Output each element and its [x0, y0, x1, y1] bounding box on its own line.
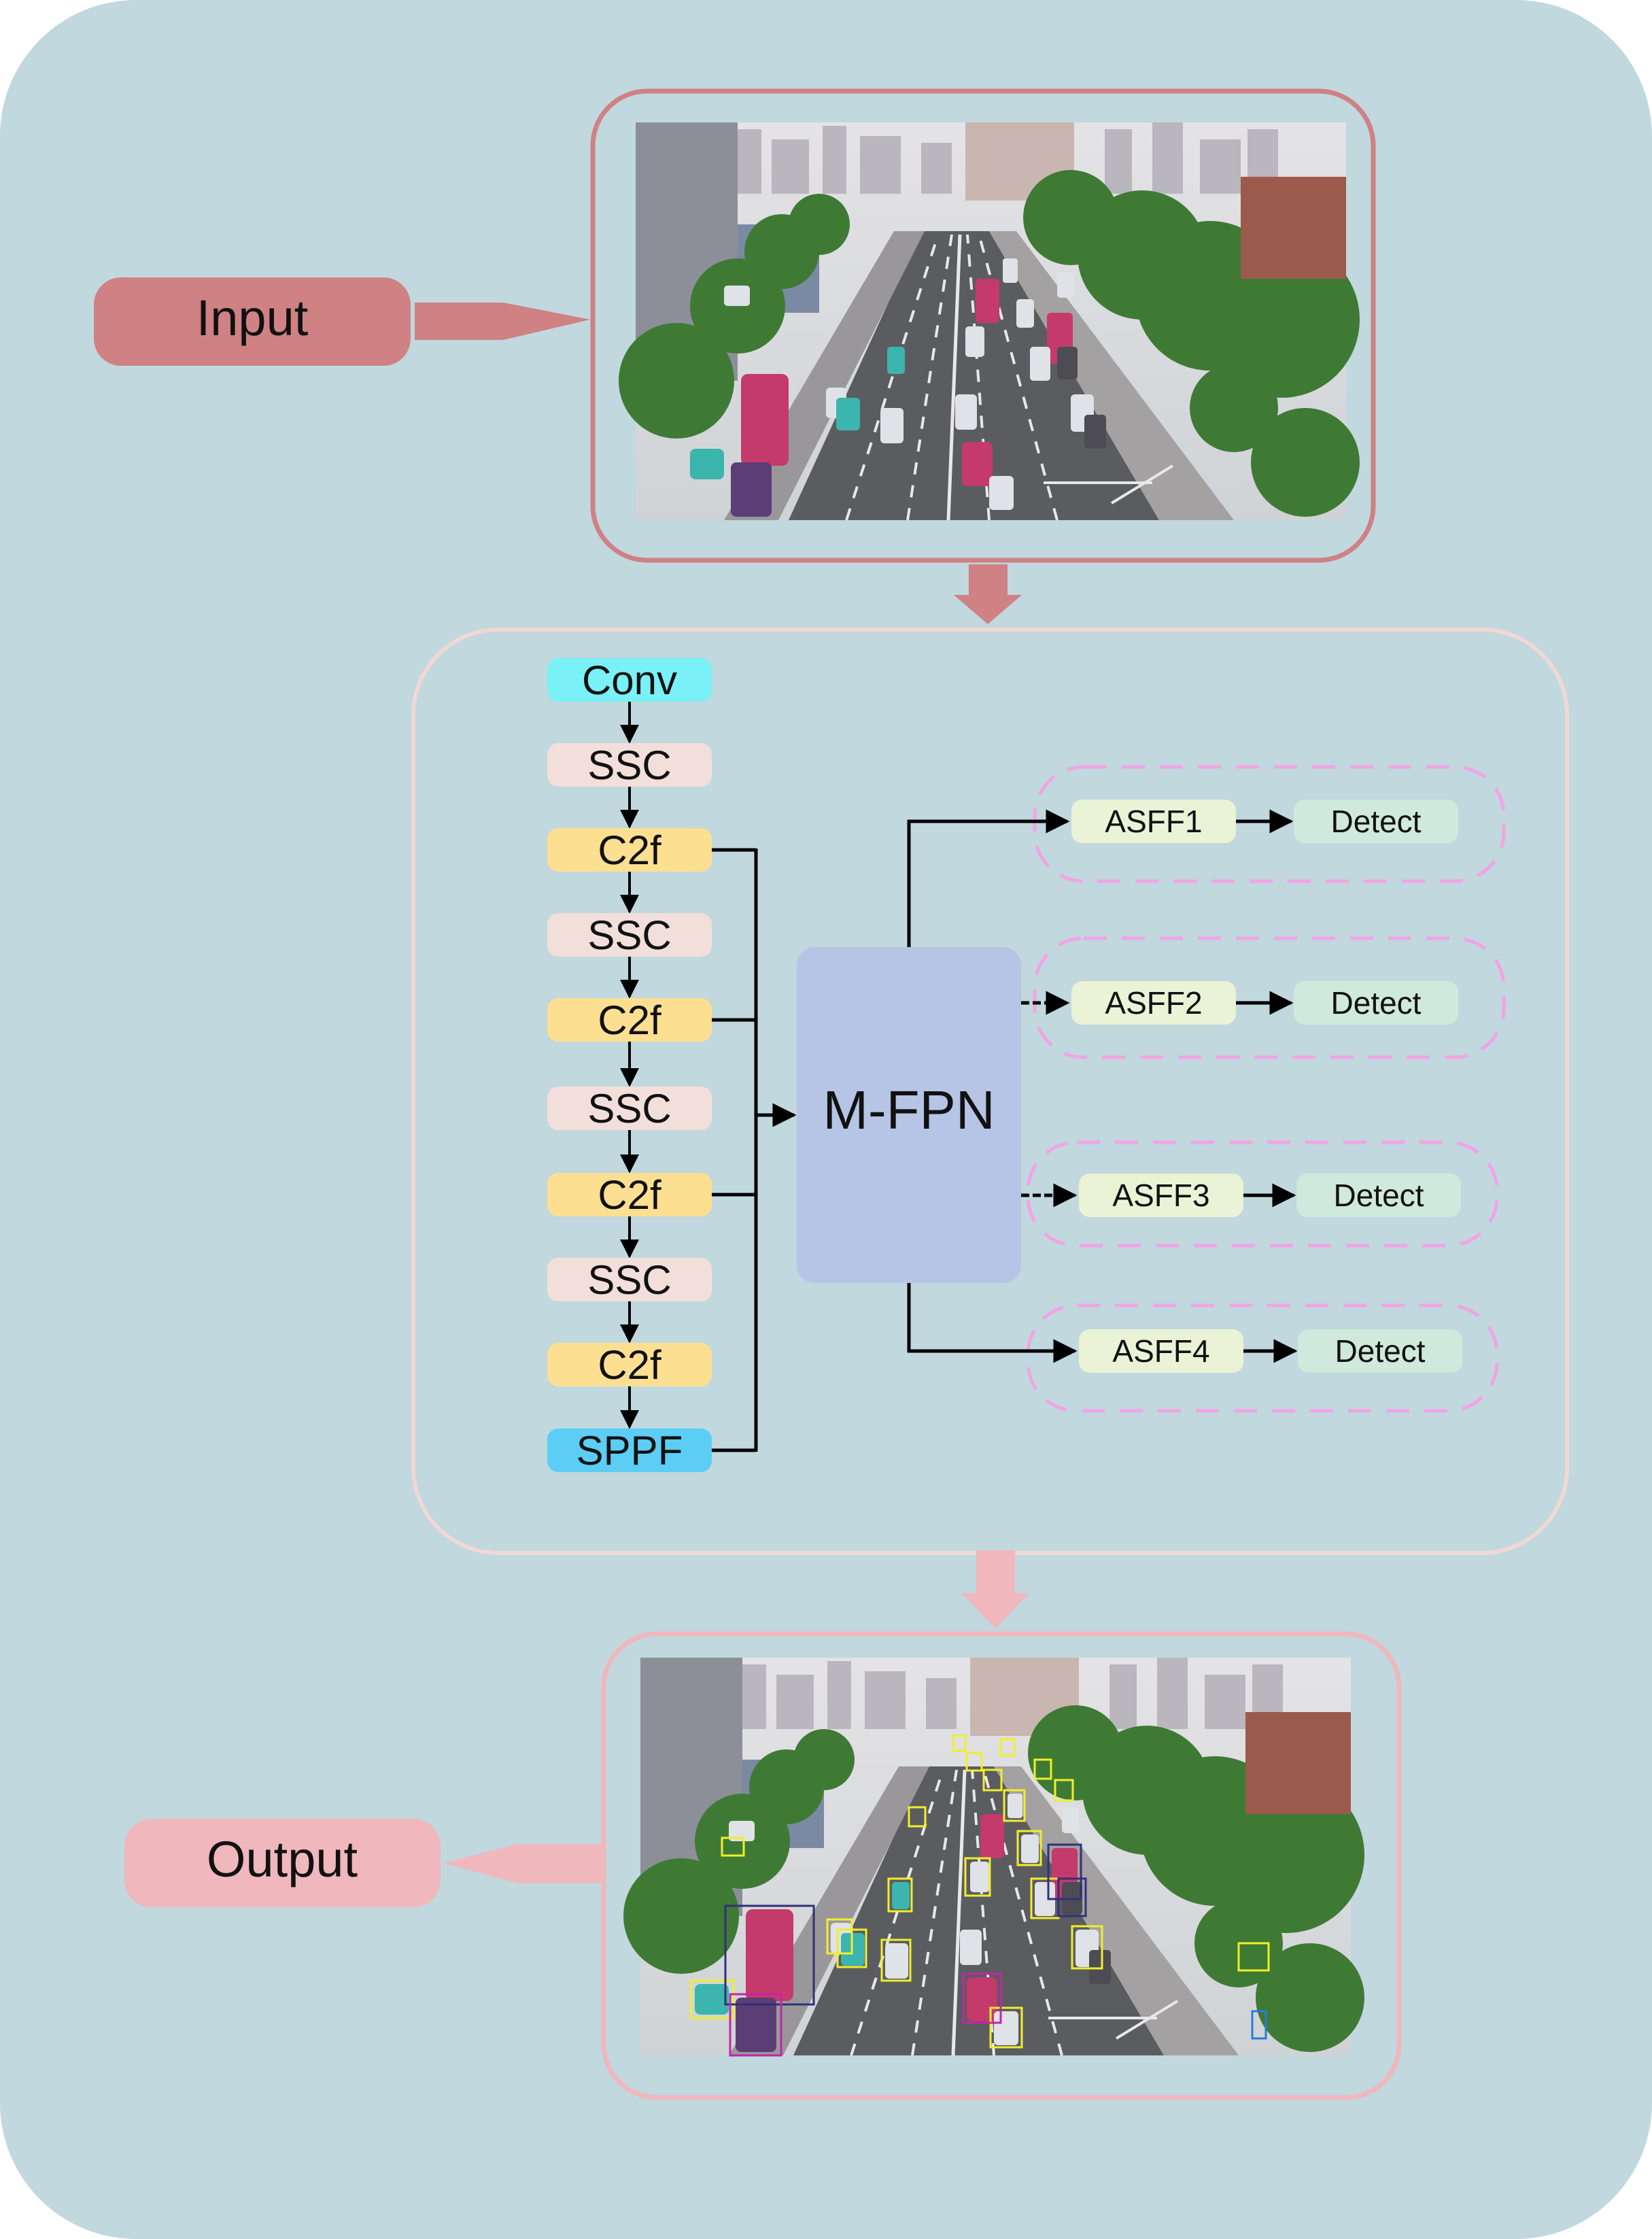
head-4: ASFF4 Detect	[1026, 1303, 1499, 1413]
detect-label: Detect	[1331, 804, 1422, 839]
detect-label: Detect	[1331, 985, 1422, 1021]
backbone-layer-ssc-4: SSC	[547, 912, 712, 958]
asff-label: ASFF2	[1105, 985, 1202, 1021]
asff-label: ASFF1	[1105, 804, 1202, 839]
asff-block	[1079, 1329, 1243, 1373]
backbone-layer-label: C2f	[598, 1172, 661, 1218]
backbone-layer-c2f-5: C2f	[547, 997, 712, 1043]
output-label-badge	[124, 1819, 441, 1907]
mfpn-label: M-FPN	[823, 1080, 995, 1140]
mfpn-to-asff4-arrow	[907, 1283, 1078, 1363]
asff-block	[1079, 1174, 1243, 1217]
backbone-layer-c2f-3: C2f	[547, 827, 712, 873]
asff-block	[1071, 981, 1236, 1025]
head-frame	[1033, 936, 1506, 1059]
model-to-output-arrow	[961, 1550, 1029, 1628]
backbone-layer-label: SSC	[587, 1257, 671, 1303]
backbone-layer-label: C2f	[598, 827, 661, 873]
asff-label: ASFF4	[1112, 1333, 1209, 1369]
backbone-layer-ssc-2: SSC	[547, 742, 712, 788]
output-pointer	[443, 1844, 602, 1883]
backbone-layer-label: C2f	[598, 1342, 661, 1388]
input-label: Input	[196, 290, 309, 346]
output-image	[623, 1658, 1364, 2055]
head-2: ASFF2 Detect	[1033, 936, 1506, 1059]
detect-block	[1294, 800, 1458, 843]
mfpn-block	[797, 947, 1021, 1283]
head-3: ASFF3 Detect	[1026, 1140, 1499, 1248]
detect-block	[1294, 981, 1458, 1025]
output-label: Output	[207, 1831, 358, 1887]
backbone-layer-label: C2f	[598, 997, 661, 1043]
input-label-badge	[94, 277, 411, 366]
backbone-connectors	[712, 848, 797, 1452]
backbone-layer-sppf-10: SPPF	[547, 1428, 712, 1473]
backbone-layer-label: Conv	[582, 657, 677, 703]
asff-label: ASFF3	[1112, 1178, 1209, 1213]
detect-block	[1296, 1174, 1461, 1217]
backbone-layer-label: SSC	[587, 742, 671, 788]
backbone-layer-c2f-7: C2f	[547, 1172, 712, 1218]
backbone-layer-label: SPPF	[577, 1428, 683, 1473]
head-frame	[1033, 765, 1506, 883]
input-pointer	[415, 303, 590, 340]
backbone-layer-conv-1: Conv	[547, 657, 712, 703]
head-1: ASFF1 Detect	[1033, 765, 1506, 883]
detect-label: Detect	[1335, 1333, 1426, 1369]
detect-block	[1298, 1329, 1462, 1373]
backbone-layer-label: SSC	[587, 1086, 671, 1131]
backbone-layer-c2f-9: C2f	[547, 1342, 712, 1388]
backbone-layer-ssc-6: SSC	[547, 1086, 712, 1131]
backbone-layer-ssc-8: SSC	[547, 1257, 712, 1303]
mfpn-to-asff1-arrow	[907, 809, 1070, 947]
backbone-layer-label: SSC	[587, 912, 671, 958]
input-image	[619, 122, 1360, 520]
asff-block	[1071, 800, 1236, 843]
input-to-model-arrow	[954, 564, 1022, 624]
detect-label: Detect	[1334, 1178, 1424, 1213]
